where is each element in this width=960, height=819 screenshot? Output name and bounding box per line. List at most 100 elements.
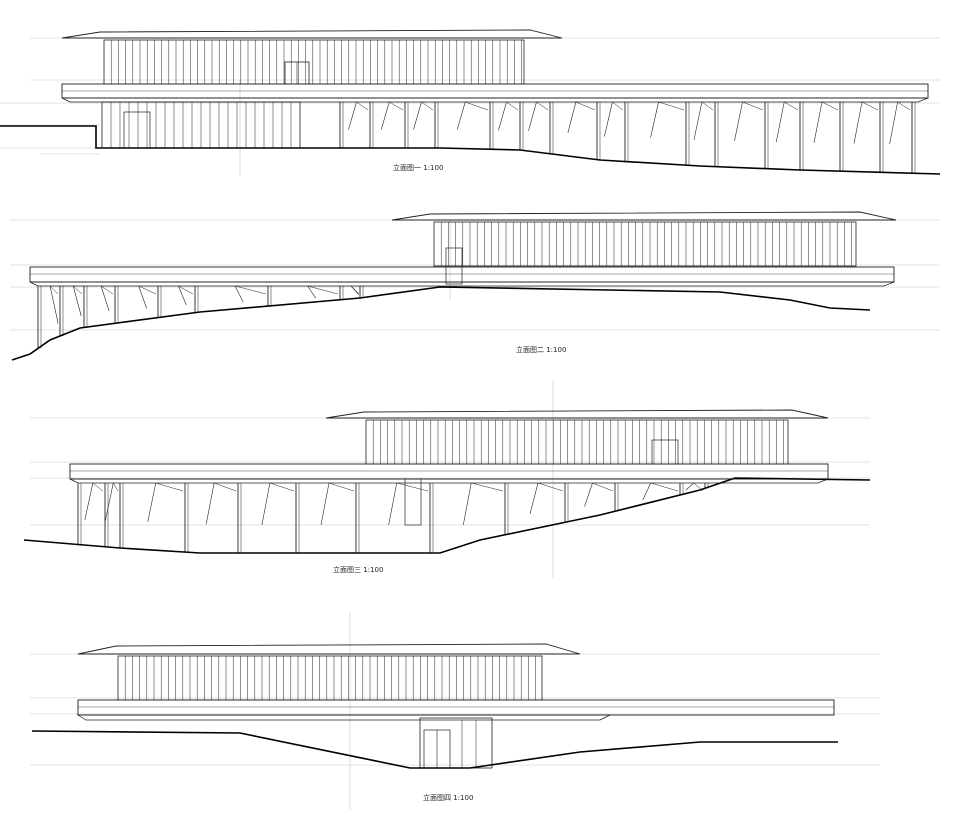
drawing-line [853, 101, 863, 144]
elevation-caption: 立面图一 1:100 [393, 163, 443, 172]
glass-facade [103, 39, 525, 85]
drawing-line [471, 482, 504, 492]
drawing-line [701, 101, 714, 111]
drawing-line [584, 482, 593, 507]
roof [77, 643, 581, 655]
drawing-line [536, 101, 549, 111]
drawing-line [307, 285, 316, 299]
drawing-line [348, 101, 357, 130]
drawing-line [784, 101, 799, 111]
drawing-line [612, 101, 624, 111]
roof [391, 211, 897, 221]
ground-line [31, 730, 838, 769]
lower-entrance [419, 717, 493, 769]
drawing-line [113, 482, 119, 492]
drawing-line [104, 482, 114, 522]
drawing-line [821, 101, 839, 111]
drawing-line [73, 285, 83, 295]
drawing-line [235, 285, 267, 295]
elevation-3: 立面图三 1:100 [23, 380, 871, 578]
elevation-caption: 立面图三 1:100 [333, 565, 383, 574]
ground-line [23, 477, 871, 554]
entrance-door [651, 439, 679, 465]
drawing-line [396, 482, 429, 492]
drawing-line [498, 101, 507, 131]
lower-door [123, 111, 151, 149]
facade-mullions [372, 420, 784, 464]
roof [325, 409, 829, 419]
facade-mullions [110, 40, 522, 84]
drawing-line [100, 285, 110, 311]
guide-lines [10, 219, 940, 331]
drawing-line [462, 482, 472, 526]
drawing-line [320, 482, 330, 526]
drawing-line [642, 482, 652, 501]
drawing-line [380, 101, 390, 130]
elevation-caption: 立面图四 1:100 [423, 793, 473, 802]
drawing-line [84, 482, 94, 520]
drawing-line [356, 101, 369, 111]
guide-lines [30, 612, 880, 810]
lower-mullions [110, 102, 292, 148]
drawing-line [604, 101, 613, 137]
drawing-line [413, 101, 422, 130]
drawing-line [889, 101, 898, 145]
drawing-line [138, 285, 147, 309]
drawing-line [350, 285, 359, 295]
drawing-line [813, 101, 823, 143]
drawing-line [388, 482, 397, 526]
support-columns [37, 285, 364, 349]
drawing-line [138, 285, 157, 295]
drawing-line [100, 285, 114, 295]
balcony-band [69, 463, 829, 480]
drawing-line [861, 101, 879, 111]
drawing-line [178, 285, 187, 306]
drawing-line [205, 482, 215, 525]
drawing-line [214, 482, 237, 492]
facade-mullions [440, 222, 852, 266]
drawing-line [506, 101, 519, 111]
elevation-2: 立面图二 1:100 [10, 211, 940, 361]
drawing-line [897, 101, 911, 111]
drawing-line [465, 101, 489, 111]
support-columns [339, 101, 916, 174]
support-columns [77, 482, 709, 553]
drawing-line [650, 482, 679, 492]
drawing-line [234, 285, 244, 303]
drawing-line [92, 482, 104, 492]
entrance-door [445, 247, 463, 285]
drawing-line [734, 101, 743, 141]
facade-mullions [124, 656, 536, 700]
drawing-line [575, 101, 596, 111]
drawing-line [456, 101, 466, 130]
drawing-line [49, 285, 59, 324]
roof [61, 29, 563, 39]
drawing-line [155, 482, 184, 492]
drawing-line [529, 482, 539, 515]
drawing-line [421, 101, 434, 111]
drawing-line [650, 101, 659, 138]
drawing-line [178, 285, 194, 295]
drawing-line [742, 101, 764, 111]
drawing-line [49, 285, 59, 295]
drawing-line [147, 482, 157, 523]
drawing-line [537, 482, 564, 492]
drawing-line [775, 101, 785, 143]
drawing-line [269, 482, 295, 492]
elevation-caption: 立面图二 1:100 [516, 345, 566, 354]
drawing-line [389, 101, 404, 111]
drawing-line [528, 101, 537, 131]
drawing-line [307, 285, 339, 295]
drawing-line [658, 101, 685, 111]
drawing-line [261, 482, 271, 526]
elevation-1: 立面图一 1:100 [0, 29, 941, 176]
ground-line [0, 125, 941, 175]
ground-line [11, 286, 871, 361]
drawing-line [685, 482, 694, 491]
drawing-line [693, 101, 703, 140]
drawing-line [72, 285, 82, 317]
glass-facade [433, 221, 857, 267]
drawing-line [567, 101, 577, 134]
drawing-line [592, 482, 614, 492]
